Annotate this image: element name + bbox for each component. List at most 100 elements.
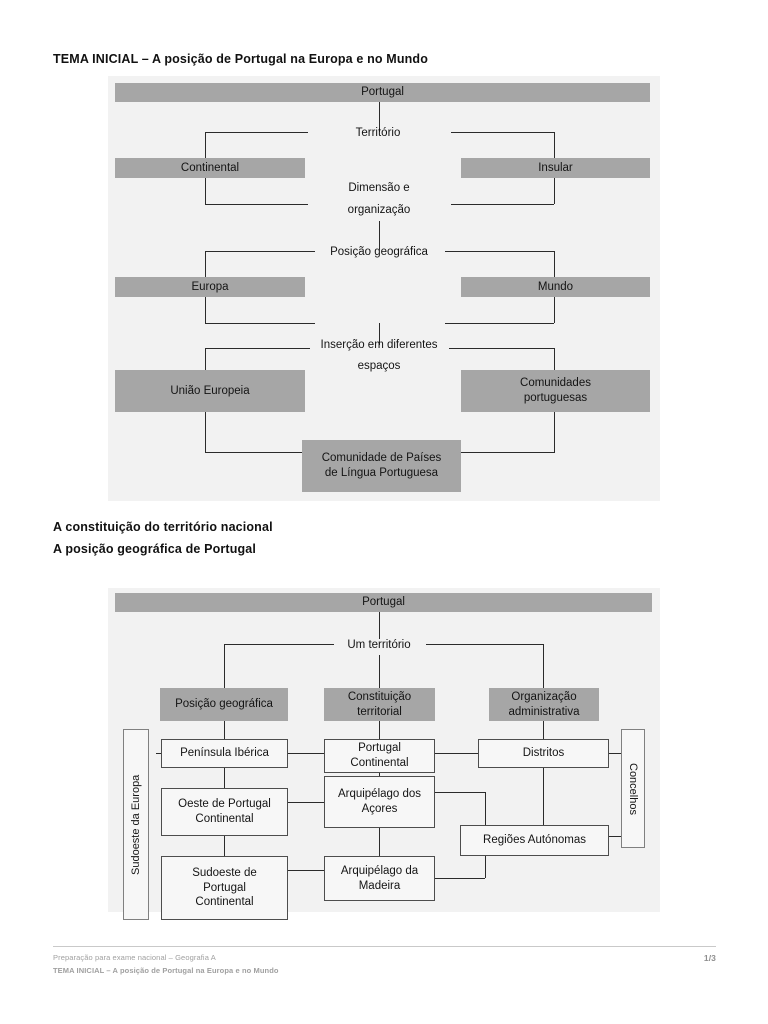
connector-dimensao-right-h xyxy=(451,204,554,205)
connector-ue-h xyxy=(205,348,310,349)
node-portugal-continental[interactable]: Portugal Continental xyxy=(324,739,435,773)
connector-acores-to-regioes-v xyxy=(485,792,486,825)
connector-root-to-territorio xyxy=(379,102,380,132)
connector-col3-header-to-row1 xyxy=(543,721,544,739)
node-oeste-line2: Continental xyxy=(195,813,254,825)
connector-distritos-to-concelhos xyxy=(608,753,626,754)
connector-col1-row2-row3 xyxy=(224,836,225,856)
node-insular[interactable]: Insular xyxy=(461,158,650,178)
node-sudoeste-da-europa[interactable]: Sudoeste da Europa xyxy=(123,729,149,920)
node-acores-line1: Arquipélago dos xyxy=(337,788,422,801)
diagram-territorio: Portugal Território Continental Insular … xyxy=(108,76,660,501)
connector-col2-drop-v xyxy=(379,655,380,688)
connector-posicao-left-h xyxy=(205,251,315,252)
node-portugal[interactable]: Portugal xyxy=(115,83,650,102)
node-um-territorio: Um território xyxy=(347,638,411,651)
connector-regioes-to-concelhos xyxy=(608,836,626,837)
node-organizacao-line2: organização xyxy=(347,204,411,217)
connector-continental-down-v xyxy=(205,178,206,204)
connector-territorio-left-h xyxy=(205,132,308,133)
connector-territorio-right-h xyxy=(451,132,554,133)
connector-posicao-left-v xyxy=(205,251,206,277)
node-portugal-2[interactable]: Portugal xyxy=(115,593,652,612)
node-constituicao-line1: Constituição xyxy=(347,690,412,703)
node-cplp-line2: de Língua Portuguesa xyxy=(324,467,439,479)
node-madeira-line2: Madeira xyxy=(358,879,401,892)
connector-posicao-right-h xyxy=(445,251,554,252)
page-title: TEMA INICIAL – A posição de Portugal na … xyxy=(53,52,429,66)
node-oeste-portugal-continental[interactable]: Oeste de Portugal Continental xyxy=(161,788,288,836)
node-insercao-line2: espaços xyxy=(357,360,401,373)
footer-divider xyxy=(53,946,716,947)
node-organizacao-line2: administrativa xyxy=(508,705,580,718)
connector-europa-down-v xyxy=(205,297,206,323)
node-posicao-geografica-label: Posição geográfica xyxy=(330,245,428,258)
node-continental[interactable]: Continental xyxy=(115,158,305,178)
connector-peninsula-to-portugal-cont xyxy=(288,753,324,754)
connector-sudoeste-to-madeira xyxy=(288,870,324,871)
connector-col3-row1-row2 xyxy=(543,768,544,825)
node-comunidades-portuguesas[interactable]: Comunidades portuguesas xyxy=(461,370,650,412)
diagram-constituicao-territorial: Portugal Um território Posição geográfic… xyxy=(108,588,660,920)
connector-um-territorio-right-h xyxy=(426,644,543,645)
node-madeira-line1: Arquipélago da xyxy=(340,864,419,877)
node-europa[interactable]: Europa xyxy=(115,277,305,297)
connector-insercao-down-v xyxy=(379,323,380,345)
connector-col1-drop-v xyxy=(224,644,225,688)
subheading-posicao-geografica: A posição geográfica de Portugal xyxy=(53,542,256,556)
connector-posicao-right-v xyxy=(554,251,555,277)
connector-cplp-left-h xyxy=(205,452,305,453)
connector-madeira-to-regioes-v xyxy=(485,848,486,878)
node-constituicao-line2: territorial xyxy=(357,705,402,718)
node-insercao-line1: Inserção em diferentes xyxy=(320,339,438,352)
connector-territorio-left-v xyxy=(205,132,206,158)
node-regioes-autonomas[interactable]: Regiões Autónomas xyxy=(460,825,609,856)
node-constituicao-territorial-header[interactable]: Constituição territorial xyxy=(324,688,435,721)
connector-comunidades-h xyxy=(449,348,554,349)
footer-page-number: 1/3 xyxy=(703,953,716,963)
node-cplp[interactable]: Comunidade de Países de Língua Portugues… xyxy=(302,440,461,492)
connector-col2-header-to-row1 xyxy=(379,721,380,739)
node-concelhos[interactable]: Concelhos xyxy=(621,729,645,848)
connector-insular-down-v xyxy=(554,178,555,204)
connector-insercao-right-h xyxy=(445,323,554,324)
connector-col1-row1-row2 xyxy=(224,768,225,788)
connector-madeira-to-regioes-h xyxy=(435,878,485,879)
node-oeste-line1: Oeste de Portugal xyxy=(178,798,271,811)
node-dimensao-line1: Dimensão e xyxy=(348,182,410,195)
connector-mundo-down-v xyxy=(554,297,555,323)
node-portugal-cont-line1: Portugal xyxy=(358,742,401,755)
connector-col3-drop-v xyxy=(543,644,544,688)
subheading-constituicao-territorio: A constituição do território nacional xyxy=(53,520,273,534)
node-acores-line2: Açores xyxy=(361,803,398,815)
node-sudoeste-line2: Portugal xyxy=(203,881,246,894)
connector-cplp-right-h xyxy=(455,452,555,453)
node-territorio-label: Território xyxy=(355,126,401,139)
node-posicao-geografica-header[interactable]: Posição geográfica xyxy=(160,688,288,721)
node-uniao-europeia[interactable]: União Europeia xyxy=(115,370,305,412)
node-mundo[interactable]: Mundo xyxy=(461,277,650,297)
node-sudoeste-line1: Sudoeste de xyxy=(192,866,257,879)
node-arquipelago-acores[interactable]: Arquipélago dos Açores xyxy=(324,776,435,828)
node-distritos[interactable]: Distritos xyxy=(478,739,609,768)
node-dimensao-organizacao: Dimensão e xyxy=(299,180,459,197)
connector-oeste-to-acores xyxy=(288,802,324,803)
node-organizacao-line1: Organização xyxy=(511,690,577,703)
connector-col2-row2-row3 xyxy=(379,828,380,856)
footer-course-line: Preparação para exame nacional – Geograf… xyxy=(53,953,216,962)
node-arquipelago-madeira[interactable]: Arquipélago da Madeira xyxy=(324,856,435,901)
node-sudoeste-line3: Continental xyxy=(195,896,254,909)
node-sudoeste-portugal-continental[interactable]: Sudoeste de Portugal Continental xyxy=(161,856,288,920)
node-comunidades-line1: Comunidades xyxy=(520,377,591,390)
connector-dimensao-left-h xyxy=(205,204,308,205)
footer-theme-line: TEMA INICIAL – A posição de Portugal na … xyxy=(53,966,279,975)
connector-dimensao-to-posicao xyxy=(379,221,380,249)
node-organizacao-administrativa-header[interactable]: Organização administrativa xyxy=(489,688,599,721)
node-comunidades-line2: portuguesas xyxy=(523,392,588,404)
connector-um-territorio-left-h xyxy=(224,644,334,645)
node-peninsula-iberica[interactable]: Península Ibérica xyxy=(161,739,288,768)
connector-portugal-cont-to-distritos xyxy=(435,753,478,754)
connector-acores-to-regioes-h xyxy=(435,792,485,793)
node-portugal-cont-line2: Continental xyxy=(350,757,409,769)
connector-insercao-left-h xyxy=(205,323,315,324)
